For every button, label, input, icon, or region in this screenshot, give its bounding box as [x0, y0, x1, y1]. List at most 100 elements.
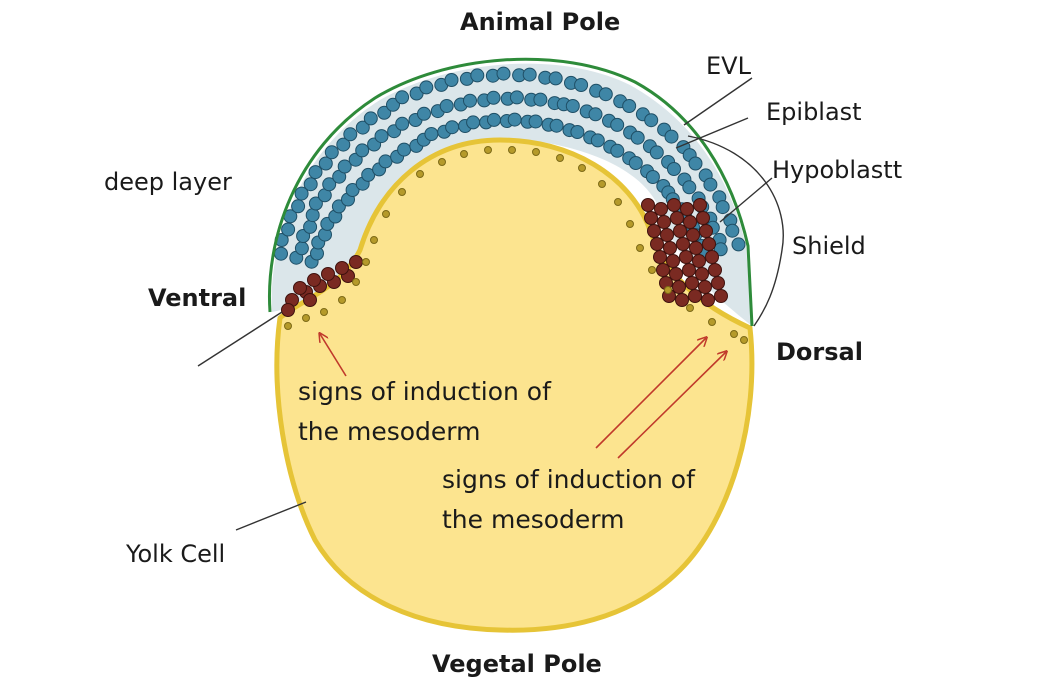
epiblast-cell [650, 146, 663, 159]
epiblast-cell [529, 115, 542, 128]
marginal-nucleus [687, 305, 694, 312]
yolk-cell-label: Yolk Cell [126, 540, 225, 568]
hypoblast-cell [668, 199, 681, 212]
epiblast-cell [325, 146, 338, 159]
epiblast-cell [306, 209, 319, 222]
induction-note-ventral-line2: the mesoderm [298, 412, 551, 452]
hypoblast-cell [642, 199, 655, 212]
hypoblast-cell [308, 274, 321, 287]
epiblast-cell [683, 181, 696, 194]
marginal-nucleus [731, 331, 738, 338]
epiblast-label: Epiblast [766, 98, 862, 126]
vegetal-pole-label: Vegetal Pole [432, 650, 602, 678]
epiblast-cell [396, 91, 409, 104]
marginal-nucleus [533, 149, 540, 156]
epiblast-cell [646, 171, 659, 184]
epiblast-cell [589, 108, 602, 121]
evl-leader [684, 78, 752, 125]
epiblast-cell [611, 118, 624, 131]
marginal-nucleus [709, 319, 716, 326]
marginal-nucleus [637, 245, 644, 252]
marginal-nucleus [321, 309, 328, 316]
hypoblast-cell [680, 251, 693, 264]
epiblast-cell [471, 69, 484, 82]
epiblast-cell [304, 178, 317, 191]
hypoblast-cell [671, 212, 684, 225]
marginal-nucleus [461, 151, 468, 158]
marginal-nucleus [485, 147, 492, 154]
hypoblast-cell [350, 256, 363, 269]
marginal-nucleus [557, 155, 564, 162]
hypoblast-cell [681, 203, 694, 216]
epiblast-cell [523, 68, 536, 81]
hypoblast-cell [706, 251, 719, 264]
epiblast-cell [309, 166, 322, 179]
hypoblast-cell [687, 229, 700, 242]
ventral-label: Ventral [148, 284, 246, 312]
epiblast-cell [292, 200, 305, 213]
hypoblast-cell [683, 264, 696, 277]
epiblast-cell [356, 144, 369, 157]
epiblast-cell [704, 178, 717, 191]
hypoblast-cell [686, 277, 699, 290]
evl-label: EVL [706, 52, 751, 80]
animal-pole-label: Animal Pole [460, 8, 620, 36]
marginal-nucleus [665, 287, 672, 294]
marginal-nucleus [615, 199, 622, 206]
hypoblast-cell [697, 212, 710, 225]
marginal-nucleus [649, 267, 656, 274]
epiblast-cell [550, 119, 563, 132]
epiblast-cell [425, 128, 438, 141]
induction-note-dorsal: signs of induction of the mesoderm [442, 460, 695, 540]
epiblast-cell [282, 223, 295, 236]
hypoblast-cell [661, 229, 674, 242]
epiblast-cell [497, 67, 510, 80]
hypoblast-cell [282, 304, 295, 317]
hypoblast-cell [676, 294, 689, 307]
hypoblast-cell [702, 294, 715, 307]
induction-note-dorsal-line2: the mesoderm [442, 500, 695, 540]
hypoblast-cell [690, 242, 703, 255]
epiblast-cell [508, 113, 521, 126]
deep-layer-label: deep layer [104, 168, 232, 196]
induction-note-ventral-line1: signs of induction of [298, 372, 551, 412]
epiblast-cell [571, 126, 584, 139]
epiblast-cell [668, 163, 681, 176]
epiblast-cell [629, 157, 642, 170]
hypoblast-cell [703, 238, 716, 251]
hypoblast-cell [696, 268, 709, 281]
epiblast-cell [623, 100, 636, 113]
hypoblast-cell [304, 294, 317, 307]
marginal-nucleus [285, 323, 292, 330]
epiblast-cell [575, 79, 588, 92]
hypoblast-cell [677, 238, 690, 251]
hypoblast-cell [693, 255, 706, 268]
epiblast-cell [488, 113, 501, 126]
hypoblast-cell [712, 277, 725, 290]
hypoblast-cell [667, 255, 680, 268]
marginal-nucleus [417, 171, 424, 178]
hypoblast-cell [294, 282, 307, 295]
hypoblast-cell [657, 264, 670, 277]
marginal-nucleus [383, 211, 390, 218]
epiblast-cell [440, 100, 453, 113]
hypoblast-cell [700, 225, 713, 238]
dorsal-label: Dorsal [776, 338, 863, 366]
marginal-nucleus [627, 221, 634, 228]
hypoblast-cell [715, 290, 728, 303]
epiblast-cell [599, 88, 612, 101]
epiblast-cell [275, 247, 288, 260]
epiblast-cell [344, 128, 357, 141]
epiblast-cell [510, 91, 523, 104]
hypoblast-cell [684, 216, 697, 229]
marginal-nucleus [353, 279, 360, 286]
marginal-nucleus [599, 181, 606, 188]
marginal-nucleus [339, 297, 346, 304]
epiblast-cell [689, 157, 702, 170]
epiblast-cell [364, 112, 377, 125]
epiblast-cell [611, 144, 624, 157]
epiblast-cell [631, 131, 644, 144]
hypoblast-cell [670, 268, 683, 281]
